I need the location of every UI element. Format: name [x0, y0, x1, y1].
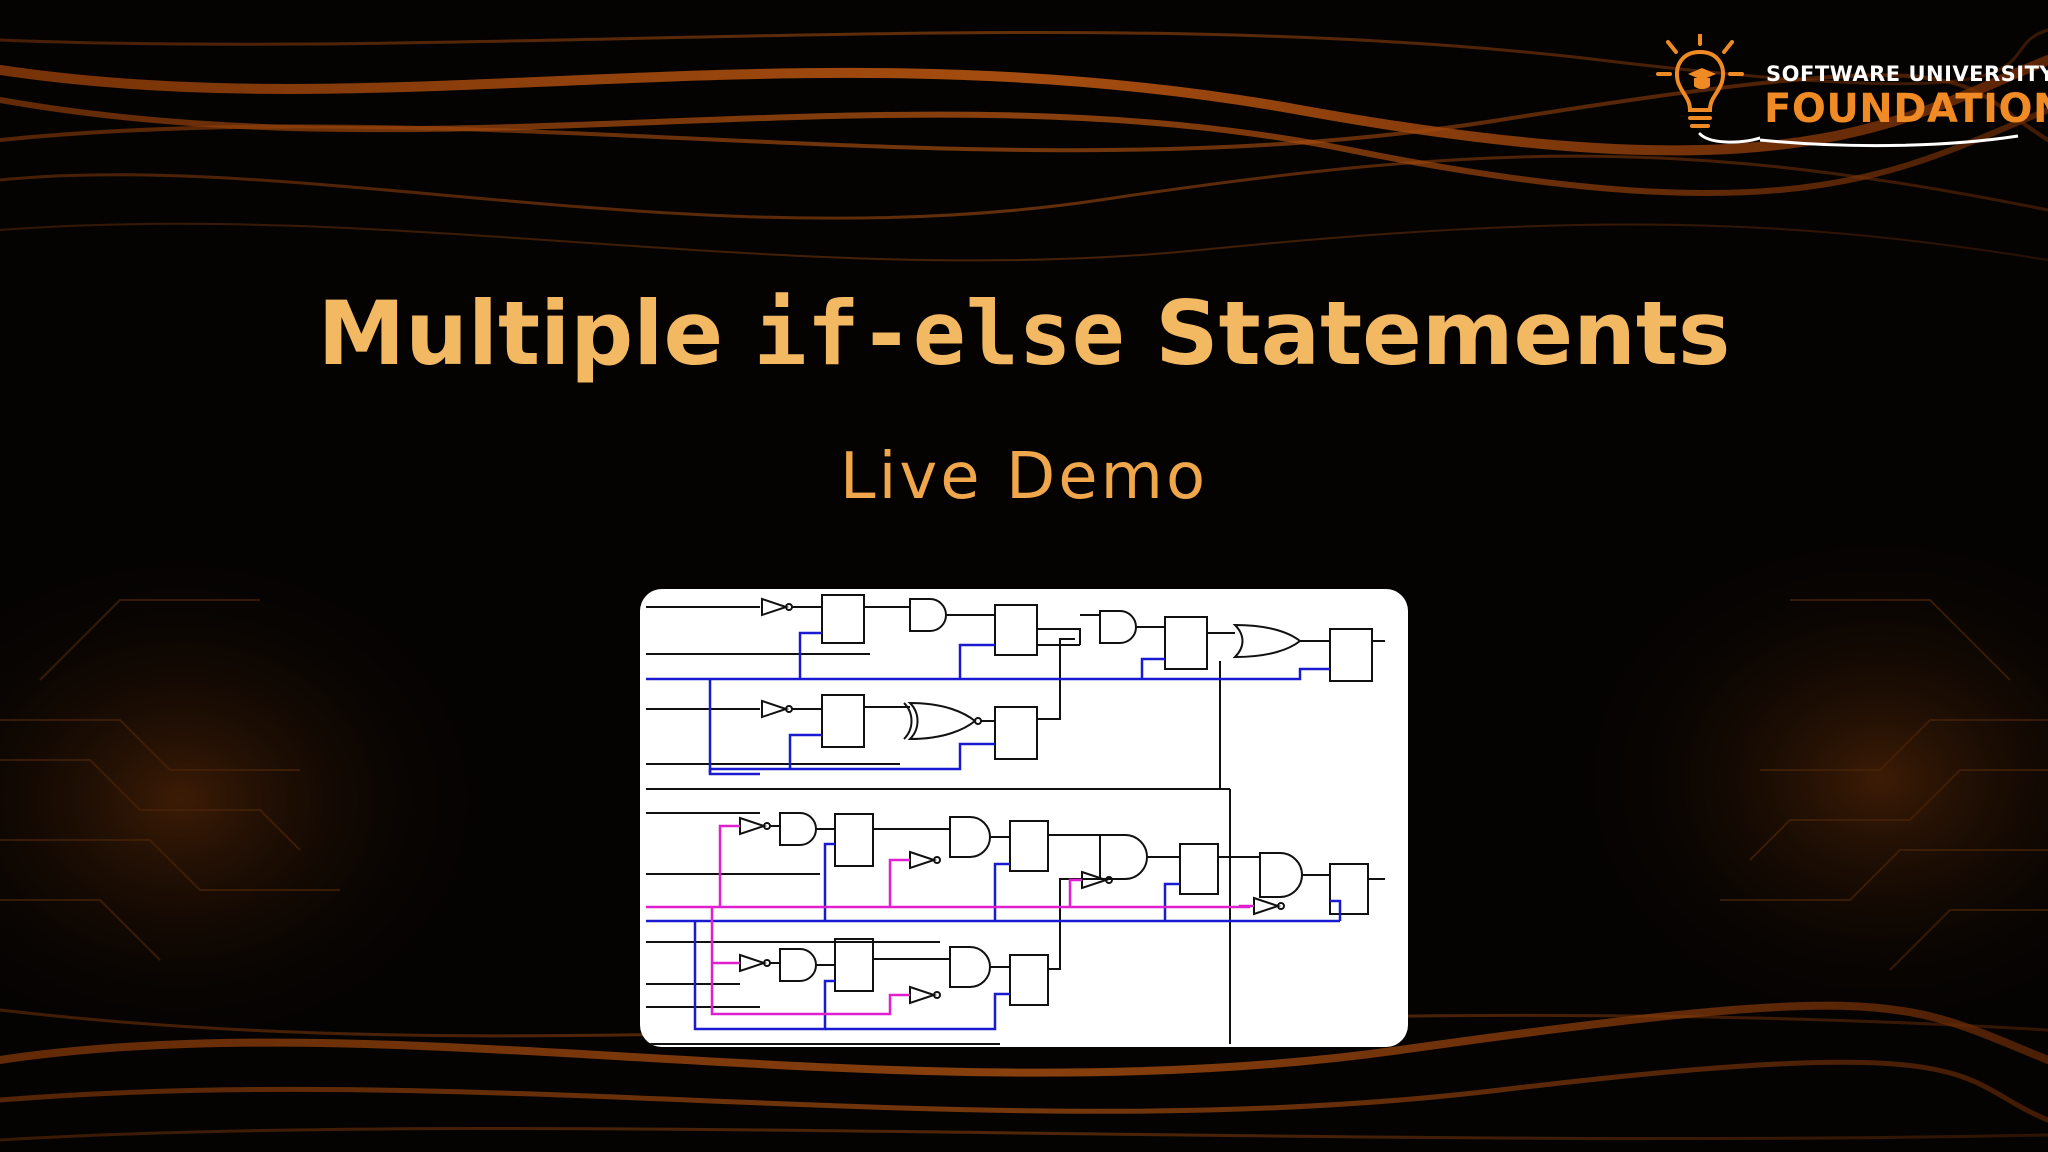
- logo-text-bottom: FOUNDATION: [1764, 86, 2048, 132]
- slide-title: Multiple if-else Statements: [0, 282, 2048, 385]
- logo-text-top: SOFTWARE UNIVERSITY: [1766, 62, 2048, 86]
- title-code: if-else: [753, 282, 1125, 385]
- logic-circuit-diagram: [646, 594, 1385, 1045]
- logo-underline: [1760, 134, 2019, 148]
- lightbulb-graduation-icon: [1656, 34, 1760, 144]
- title-text-end: Statements: [1124, 282, 1731, 385]
- title-text-start: Multiple: [317, 282, 754, 385]
- software-university-logo: SOFTWARE UNIVERSITY FOUNDATION: [1650, 34, 2048, 154]
- slide-subtitle: Live Demo: [839, 440, 1209, 514]
- logic-circuit-image: [640, 589, 1408, 1047]
